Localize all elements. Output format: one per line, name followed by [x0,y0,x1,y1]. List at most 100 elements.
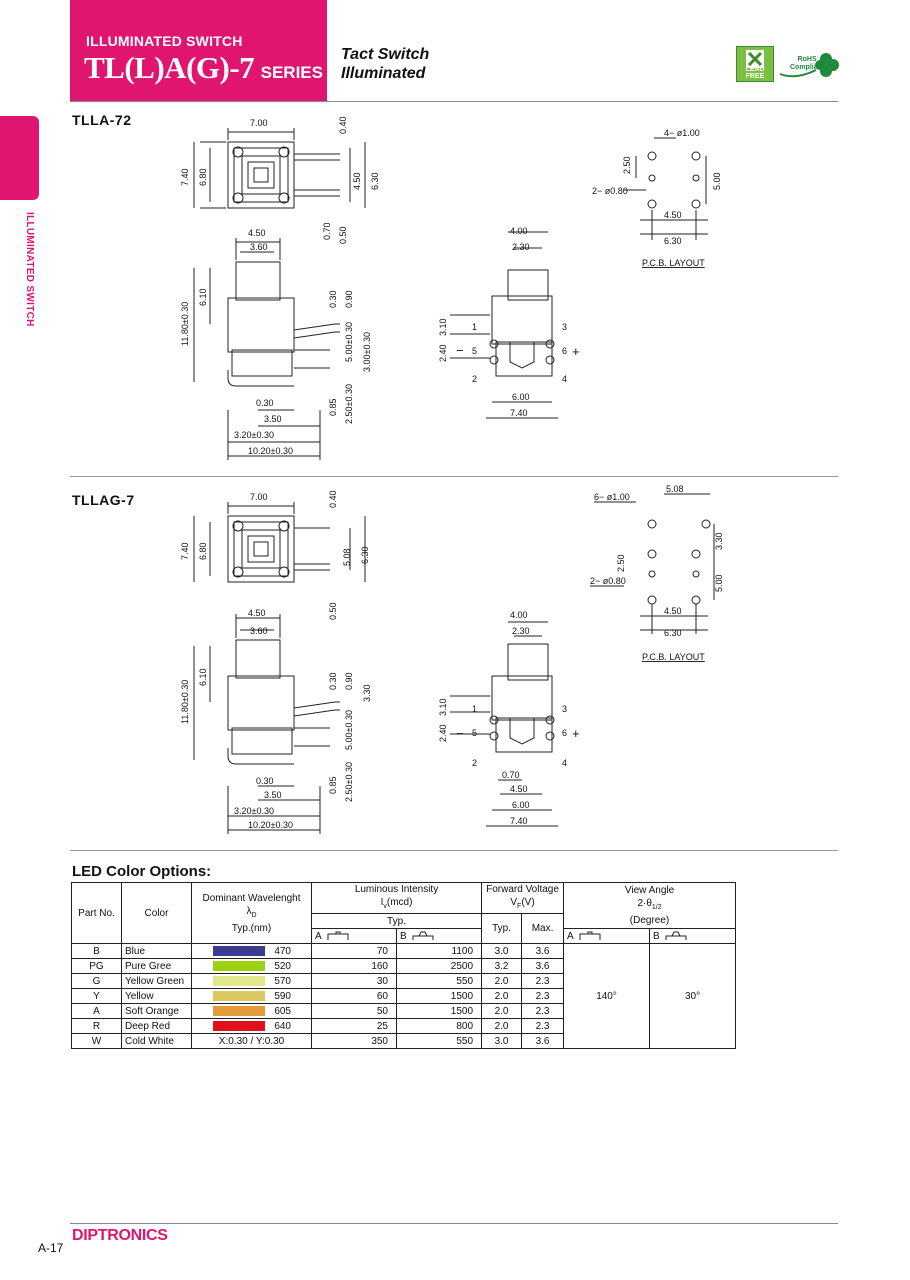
pin-label: 1 [472,322,477,332]
cell-part-no: A [71,1003,122,1019]
switch-b-icon [665,931,687,940]
cell-vf-typ: 2.0 [481,973,523,989]
dim-text: 3.30 [362,684,372,702]
pin-label: 4 [562,758,567,768]
dim-text: 4.50 [352,172,362,190]
dim-text: 7.00 [250,118,268,128]
dim-text: 2.50±0.30 [344,384,354,424]
dim-text: 2.30 [512,626,530,636]
pin-label: 6 [562,346,567,356]
pin-label: 2 [472,758,477,768]
pcb-holes [647,151,701,209]
pcb-layout-label: P.C.B. LAYOUT [642,258,705,268]
dim-text: 0.50 [328,602,338,620]
dim-text: 6.00 [512,800,530,810]
tllag7-pcb-layout: 6− ø1.00 5.08 3.30 2− ø0.80 2.50 5.00 4.… [590,484,724,662]
color-swatch [213,1006,265,1016]
dim-text: 0.50 [338,226,348,244]
cell-wavelength: 470 [191,943,312,959]
dim-text: 4.50 [664,606,682,616]
dim-text: 6.10 [198,288,208,306]
dim-text: 2.30 [512,242,530,252]
wavelength-value: 570 [274,975,291,987]
iv-symbol: I [380,897,384,908]
dim-text: 6.00 [512,392,530,402]
pin-label: 4 [562,374,567,384]
section-title-tllag7: TLLAG-7 [72,492,135,508]
tlla72-pcb-layout: 4− ø1.00 2− ø0.80 2.50 5.00 4.50 6.30 P.… [592,128,722,268]
header-luminous: Luminous Intensity Iv(mcd) [310,882,483,914]
wavelength-line3: Typ.(nm) [231,922,272,934]
view-b-label: B [653,930,660,942]
col-a-label: A [315,930,322,942]
dim-text: 0.70 [322,222,332,240]
col-b-label: B [400,930,407,942]
cell-color: Pure Gree [121,958,192,974]
pin-label: 6 [562,728,567,738]
header-luminous-typ: Typ. [310,913,483,929]
dim-text: 6.10 [198,668,208,686]
view-line1: View Angle [624,885,675,896]
cell-color: Soft Orange [121,1003,192,1019]
cell-color: Cold White [121,1033,192,1049]
dim-text: 3.00±0.30 [362,332,372,372]
dim-text: 0.70 [502,770,520,780]
header-color: Color [121,882,192,944]
wavelength-value: 590 [274,990,291,1002]
dim-text: 5.08 [666,484,684,494]
dim-text: 6.80 [198,168,208,186]
cell-part-no: W [71,1033,122,1049]
header-category: ILLUMINATED SWITCH [86,33,243,49]
dim-text: 3.60 [250,626,268,636]
dim-text: 6.80 [198,542,208,560]
switch-b-icon [412,931,434,940]
dim-text: 3.50 [264,414,282,424]
footer-divider [70,1223,838,1224]
header-part-no: Part No. [71,882,122,944]
switch-a-icon [579,931,601,940]
dim-text: 11.80±0.30 [180,680,190,724]
led-options-title: LED Color Options: [72,863,212,880]
minus-label: − [456,343,464,358]
theta-sub: 1/2 [651,904,662,911]
dim-text: 6.30 [370,172,380,190]
dim-text: 0.90 [344,672,354,690]
dim-text: 2.40 [438,344,448,362]
cell-part-no: Y [71,988,122,1004]
minus-label: − [456,726,464,741]
subtitle-line1: Tact Switch [341,46,430,63]
pin-label: 3 [562,704,567,714]
color-swatch [213,991,265,1001]
cell-vf-max: 2.3 [521,1003,565,1019]
header-lum-b: B [395,928,483,944]
dim-text: 3.10 [438,698,448,716]
wavelength-value: 520 [274,960,291,972]
pin-label: 1 [472,704,477,714]
header-view-a: A [563,928,651,944]
view-line3: (Degree) [629,915,670,926]
cell-wavelength: X:0.30 / Y:0.30 [191,1033,312,1049]
cell-lum-a: 30 [311,973,397,989]
section-title-tlla72: TLLA-72 [72,112,132,128]
cell-part-no: B [71,943,122,959]
side-tab [0,116,39,200]
cell-vf-max: 3.6 [521,958,565,974]
dim-text: 0.90 [344,290,354,308]
header-view-b: B [649,928,737,944]
header-lum-a: A [311,928,397,944]
dim-text: 0.85 [328,398,338,416]
cell-part-no: PG [71,958,122,974]
dim-text: 5.00±0.30 [344,710,354,750]
pin-label: 3 [562,322,567,332]
dim-text: 3.20±0.30 [234,430,274,440]
forward-unit: (V) [521,897,535,908]
color-swatch [213,961,265,971]
cell-lum-a: 60 [311,988,397,1004]
dim-text: 7.40 [510,408,528,418]
pin-label: 2 [472,374,477,384]
iv-sub: v [383,903,387,910]
cell-vf-typ: 2.0 [481,1003,523,1019]
